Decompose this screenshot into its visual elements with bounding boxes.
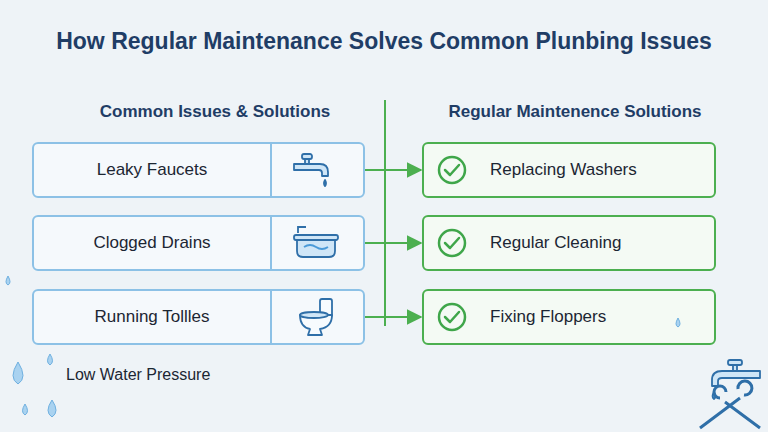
box-fill: [422, 215, 716, 271]
column-heading: Common Issues & Solutions: [30, 102, 400, 122]
wrench: [714, 386, 760, 428]
divider-line: [384, 100, 386, 326]
faucet-icon: [294, 154, 328, 186]
connector-arrow: [365, 169, 421, 171]
check-circle: [439, 157, 465, 183]
sink-water: [304, 245, 328, 249]
solution-box: Regular Cleaning: [422, 215, 716, 271]
issue-box: Running Tollles: [32, 289, 365, 345]
diagram-title: How Regular Maintenance Solves Common Pl…: [0, 28, 768, 55]
check-icons: [439, 157, 465, 330]
water-drop: [324, 180, 326, 186]
box-text: Clogged Drains: [93, 233, 210, 253]
text-cell: Running Tollles: [34, 291, 272, 343]
box-fill: [32, 289, 365, 345]
text-cell: Fixing Floppers: [424, 291, 714, 343]
box-fill: [422, 142, 716, 198]
check-mark: [445, 165, 459, 175]
text-cell: Leaky Faucets: [34, 144, 272, 196]
solution-box: Fixing Floppers: [422, 289, 716, 345]
sink-icon: [294, 227, 338, 257]
box-text: Replacing Washers: [490, 160, 637, 180]
box-text: Running Tollles: [95, 307, 210, 327]
water-drop: [23, 404, 28, 415]
water-drop: [48, 354, 53, 365]
connector-arrow: [365, 316, 421, 318]
solution-box: Replacing Washers: [422, 142, 716, 198]
text-cell: Clogged Drains: [34, 217, 272, 269]
box-fills: [32, 142, 716, 345]
sink-tap: [298, 227, 306, 233]
box-fill: [32, 142, 365, 198]
issue-label: Low Water Pressure: [66, 366, 326, 384]
issue-box: Leaky Faucets: [32, 142, 365, 198]
issue-box: Clogged Drains: [32, 215, 365, 271]
check-mark: [445, 312, 459, 322]
box-fill: [422, 289, 716, 345]
box-text: Leaky Faucets: [97, 160, 208, 180]
sink-basin: [297, 240, 335, 257]
water-drops: [6, 276, 680, 417]
water-drop: [6, 276, 10, 285]
toilet-icon: [300, 299, 332, 335]
water-drop: [48, 400, 56, 417]
toilet-seat: [300, 312, 328, 318]
connector-arrow: [365, 242, 421, 244]
text-cell: Regular Cleaning: [424, 217, 714, 269]
check-circle: [439, 304, 465, 330]
check-mark: [445, 238, 459, 248]
text-cell: Replacing Washers: [424, 144, 714, 196]
water-drop: [676, 318, 680, 327]
column-heading: Regular Maintenence Solutions: [400, 102, 750, 122]
box-text: Fixing Floppers: [490, 307, 606, 327]
box-fill: [32, 215, 365, 271]
faucet-spout: [712, 371, 760, 386]
water-drop: [13, 362, 23, 384]
check-circle: [439, 230, 465, 256]
tools-icon: [700, 360, 760, 428]
box-text: Regular Cleaning: [490, 233, 621, 253]
faucet-spout: [294, 164, 328, 176]
